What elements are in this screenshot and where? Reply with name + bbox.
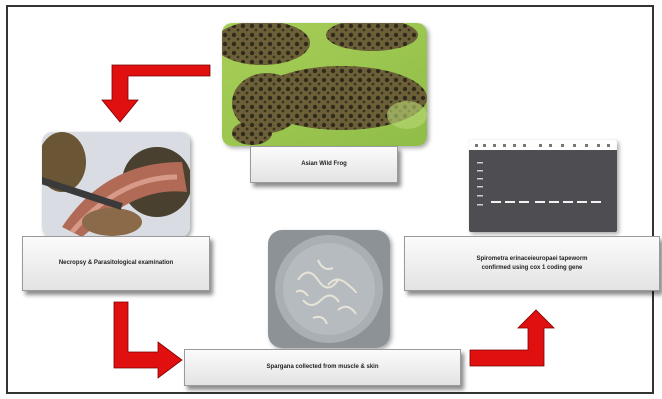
frog-photo [222, 23, 427, 146]
arrow-necropsy-to-spargana [110, 300, 190, 374]
spargana-caption: Spargana collected from muscle & skin [266, 363, 378, 371]
result-caption-box: Spirometra erinaceieuropaei tapeworm con… [404, 236, 660, 291]
frog-caption-box: Asian Wild Frog [250, 146, 398, 183]
necropsy-caption-box: Necropsy & Parasitological examination [22, 236, 210, 291]
necropsy-photo [42, 132, 190, 237]
result-caption-line2: confirmed using cox 1 coding gene [476, 264, 587, 272]
arrow-frog-to-necropsy [92, 62, 212, 126]
result-caption-line1: Spirometra erinaceieuropaei tapeworm [476, 255, 587, 263]
arrow-spargana-to-result [468, 308, 558, 370]
spargana-caption-box: Spargana collected from muscle & skin [184, 349, 461, 386]
frog-caption: Asian Wild Frog [301, 160, 347, 168]
gel-electrophoresis-photo [469, 140, 617, 232]
petri-dish-photo [268, 230, 390, 348]
result-caption: Spirometra erinaceieuropaei tapeworm con… [476, 255, 587, 271]
necropsy-caption: Necropsy & Parasitological examination [59, 259, 173, 267]
